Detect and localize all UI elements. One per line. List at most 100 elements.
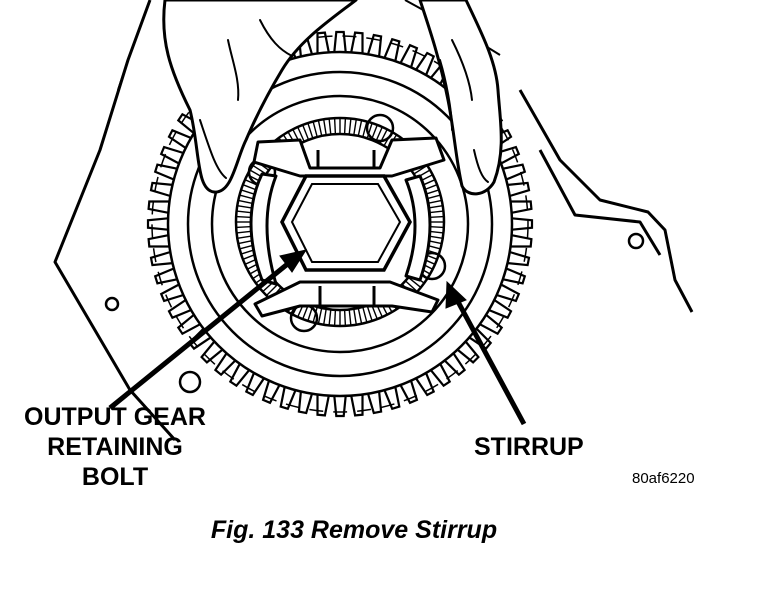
gear-tooth [228,363,251,388]
gear-tooth [213,352,237,377]
gear-tooth [316,31,330,54]
figure-code: 80af6220 [632,470,695,487]
bolt-arrowhead [279,249,308,273]
knurl-line [302,124,310,141]
knurl-line [407,276,422,288]
stirrup-label: STIRRUP [474,433,584,461]
gear-tooth [511,217,534,231]
knurl-line [317,307,323,324]
gear-tooth [159,145,184,165]
gear-tooth [297,391,314,415]
knurl-line [328,118,332,135]
knurl-line [297,126,305,142]
knurl-line [236,210,253,214]
knurl-line [404,280,418,293]
knurl-line [333,118,337,135]
knurl-line [252,164,267,175]
knurl-line [362,121,368,138]
gear-tooth [146,217,169,231]
retaining-bolt-hex [280,174,413,272]
gear-tooth [200,340,224,364]
knurl-line [366,305,373,322]
gear-tooth [366,33,383,57]
gear-tooth [147,234,170,248]
knurl-line [379,128,388,144]
callout-line-3: BOLT [81,463,149,491]
knurl-line [362,306,368,323]
gear-tooth [176,313,201,336]
gear-tooth [159,283,184,303]
knurl-line [383,131,393,147]
callout-line-1: OUTPUT GEAR [24,403,206,431]
gear-tooth [316,394,330,417]
knurl-line [312,121,318,138]
gear-tooth [333,395,347,418]
knurl-line [348,118,352,135]
knurl-line [357,120,363,137]
gear-tooth [333,30,347,53]
gear-tooth [279,386,297,411]
hands [162,0,503,196]
knurl-line [266,283,279,296]
knurl-line [370,124,378,141]
knurl-line [353,119,357,136]
knurl-line [236,225,253,229]
gear-tooth [488,299,513,320]
output-gear [146,30,534,418]
knurl-line [348,309,352,326]
bolt-leader-line [108,260,292,410]
knurl-line [237,205,254,209]
gear-tooth [496,283,521,303]
stirrup-tool [249,136,446,318]
figure-caption: Fig. 133 Remove Stirrup [210,516,498,544]
knurl-line [323,119,327,136]
gear-tooth [507,181,531,198]
output-gear-retaining-bolt-label: OUTPUT GEAR RETAINING BOLT [8,402,222,492]
knurl-line [343,309,347,326]
knurl-line [343,118,347,135]
knurl-line [317,120,323,137]
gear-tooth [167,128,192,149]
gear-tooth [350,31,364,54]
gear-tooth [147,200,170,214]
gear-tooth [502,267,527,285]
gear-tooth [507,250,531,267]
gear-tooth [366,391,383,415]
knurl-line [307,305,314,322]
gear-tooth [153,163,178,181]
gear-tooth [149,250,173,267]
gear-tooth [244,372,265,397]
knurl-line [312,306,318,323]
gear-tooth [167,299,192,320]
gear-tooth [502,163,527,181]
gear-tooth [510,200,533,214]
gear-tooth [496,145,521,165]
transfer-case-housing [53,0,694,442]
stirrup-arrowhead [445,280,467,309]
gear-tooth [456,340,480,364]
gear-tooth [415,51,436,76]
gear-tooth [479,313,504,336]
gear-tooth [399,380,419,405]
knurl-line [366,122,373,139]
gear-tooth [510,234,533,248]
gear-tooth [415,372,436,397]
knurl-line [357,307,363,324]
gear-tooth [429,363,452,388]
gear-tooth [443,352,467,377]
gear-tooth [261,380,281,405]
leader-arrows [108,249,527,426]
knurl-line [323,308,327,325]
knurl-line [375,126,383,142]
gear-tooth [383,37,401,62]
gear-tooth [350,394,364,417]
knurl-line [236,215,253,219]
gear-tooth [153,267,178,285]
knurl-line [307,122,314,139]
gear-tooth [399,43,419,68]
gear-tooth [149,181,173,198]
knurl-line [353,308,357,325]
callout-line-2: RETAINING [47,433,183,461]
gear-tooth [383,386,401,411]
